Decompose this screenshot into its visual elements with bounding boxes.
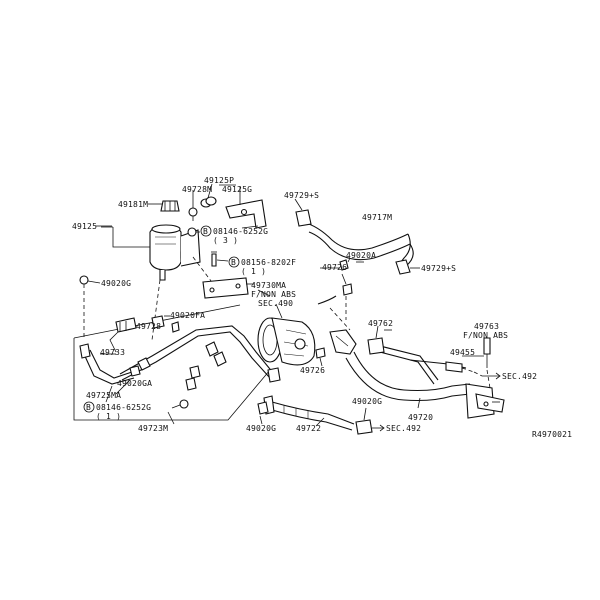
label-49763: 49763 — [474, 322, 499, 331]
bolt-b-marker-1: B — [203, 227, 208, 236]
label-49730ma: 49730MA — [251, 281, 286, 290]
label-49762: 49762 — [368, 319, 393, 328]
label-49020g-right: 49020G — [352, 397, 382, 406]
label-49181m: 49181M — [118, 200, 148, 209]
clip-49726-bottom — [315, 347, 326, 367]
grommet-49125p — [200, 183, 217, 208]
arrow-sec492-right — [473, 371, 501, 380]
label-49729s-top: 49729+S — [284, 191, 319, 200]
label-49723m: 49723M — [138, 424, 168, 433]
label-08146-bottom: 08146-6252G — [96, 403, 151, 412]
clamp-49020a — [339, 257, 351, 271]
label-49729s-right: 49729+S — [421, 264, 456, 273]
label-49726-bottom: 49726 — [300, 366, 325, 375]
clamp-49020g-right — [355, 407, 373, 435]
clip-49728m — [188, 190, 198, 221]
pump-suction-link — [317, 295, 337, 305]
power-steering-pump — [257, 303, 316, 366]
label-08146-top: 08146-6252G — [213, 227, 268, 236]
connector-49733 — [109, 317, 137, 353]
label-49722: 49722 — [296, 424, 321, 433]
bolt-b-marker-2: B — [231, 258, 236, 267]
reservoir-cap — [148, 200, 180, 212]
clip-49728 — [171, 321, 180, 333]
pressure-hose-49720 — [329, 325, 471, 402]
bracket-49125g — [225, 186, 267, 229]
label-49125: 49125 — [72, 222, 97, 231]
label-49717m: 49717M — [362, 213, 392, 222]
label-08146-top-qty: ( 3 ) — [213, 236, 238, 245]
label-sec492-right: SEC.492 — [502, 372, 537, 381]
label-08156: 08156-8202F — [241, 258, 296, 267]
clamp-49020g-mid — [257, 401, 269, 415]
arrow-sec492-bottom — [372, 424, 385, 432]
bolt-08146-top: B — [187, 225, 212, 237]
part-labels: 49125P 49728M 49125G 49181M 49125 08146-… — [72, 176, 572, 439]
label-49728m: 49728M — [182, 185, 212, 194]
label-49125p: 49125P — [204, 176, 234, 185]
clamp-49020fa — [151, 315, 170, 329]
leader-lines — [96, 184, 484, 427]
reservoir-tank — [101, 224, 201, 281]
bolt-08146-bottom: B — [83, 401, 95, 413]
label-49020ga: 49020GA — [117, 379, 152, 388]
label-49020g-bottom: 49020G — [246, 424, 276, 433]
label-49726-top: 49726 — [322, 263, 347, 272]
suction-hose-49717m — [294, 198, 420, 275]
label-49455: 49455 — [450, 348, 475, 357]
label-49728: 49728 — [136, 322, 161, 331]
label-49720: 49720 — [408, 413, 433, 422]
clip-49726-top — [341, 273, 353, 296]
label-49725ma: 49725MA — [86, 391, 121, 400]
bracket-49730ma — [202, 277, 254, 299]
clamp-49020g-left — [79, 275, 101, 285]
label-f-non-abs-2: F/NON ABS — [463, 331, 508, 340]
label-08156-qty: ( 1 ) — [241, 267, 266, 276]
label-sec490: SEC.490 — [258, 299, 293, 308]
label-49733: 49733 — [100, 348, 125, 357]
bolt-b-marker-3: B — [86, 403, 91, 412]
label-49125g: 49125G — [222, 185, 252, 194]
label-f-non-abs-1: F/NON ABS — [251, 290, 296, 299]
label-49020g-left: 49020G — [101, 279, 131, 288]
cooler-tube-49723m — [73, 304, 281, 421]
steering-gear-connector — [409, 337, 505, 419]
bolt-08156: B — [211, 251, 240, 268]
clamp-49020ga — [129, 365, 141, 377]
reference-code: R4970021 — [532, 430, 572, 439]
label-49020a: 49020A — [346, 251, 376, 260]
label-08146-bottom-qty: ( 1 ) — [96, 412, 121, 421]
label-sec492-bottom: SEC.492 — [386, 424, 421, 433]
label-49020fa: 49020FA — [170, 311, 205, 320]
